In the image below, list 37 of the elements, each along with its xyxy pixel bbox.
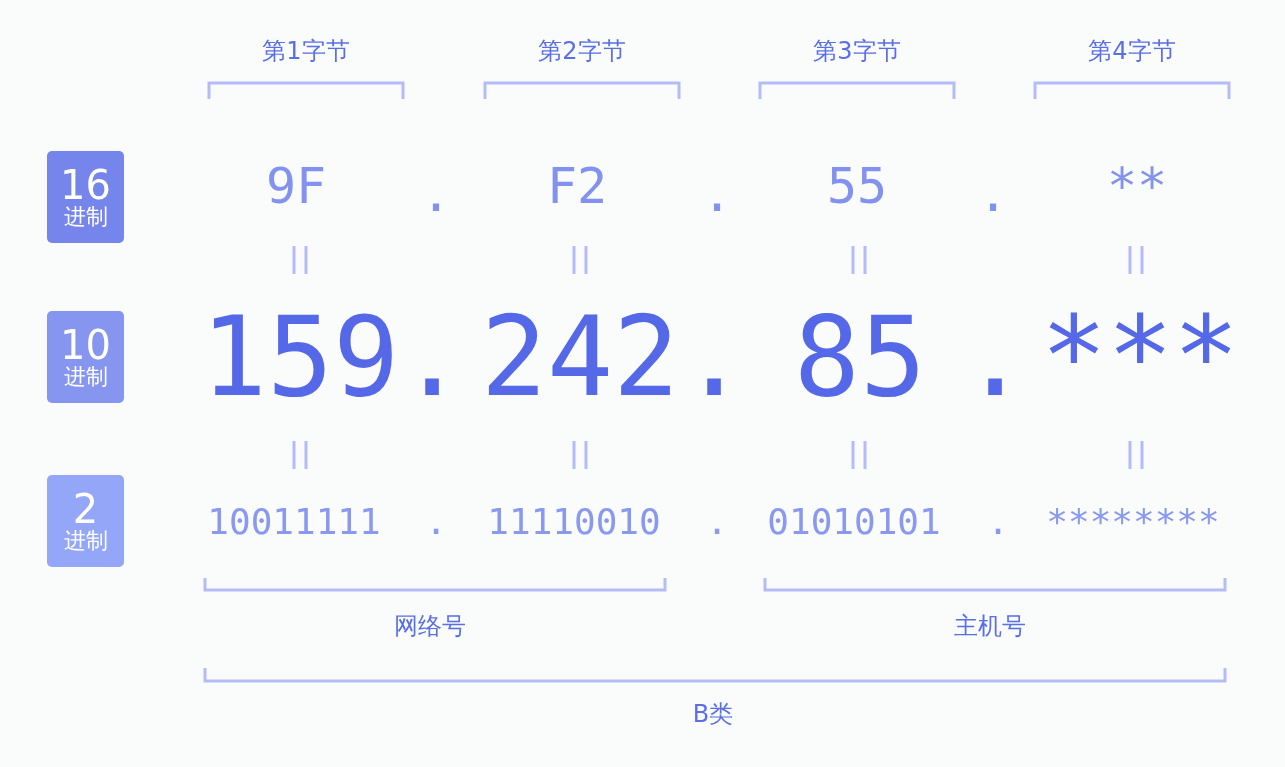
hex-value: F2 (546, 161, 608, 211)
dot-separator: . (977, 169, 1009, 219)
base-badge (47, 311, 124, 403)
section-label: 主机号 (954, 614, 1026, 638)
class-label: B类 (692, 702, 734, 726)
badge-number: 16 (60, 164, 111, 205)
binary-value: 11110010 (487, 504, 661, 540)
badge-caption: 进制 (63, 364, 108, 390)
hex-value: 9F (265, 161, 327, 211)
base-badge (47, 475, 124, 567)
dot-separator: . (961, 302, 1029, 412)
base-badge (47, 151, 124, 243)
dot-separator: . (420, 169, 452, 219)
dot-separator: . (425, 504, 447, 540)
hex-value: 55 (826, 161, 888, 211)
byte-header: 第1字节 (262, 39, 350, 63)
dot-separator: . (680, 302, 748, 412)
binary-value: 10011111 (207, 504, 381, 540)
badge-number: 10 (60, 324, 111, 365)
dot-separator: . (706, 504, 728, 540)
decimal-value: 242 (480, 302, 680, 412)
binary-value: 01010101 (767, 504, 941, 540)
dot-separator: . (701, 169, 733, 219)
hex-value: ** (1106, 161, 1168, 211)
byte-header: 第4字节 (1088, 39, 1176, 63)
badge-number: 2 (72, 488, 99, 529)
dot-separator: . (398, 302, 466, 412)
dot-separator: . (987, 504, 1009, 540)
decimal-value: 85 (793, 302, 927, 412)
badge-caption: 进制 (63, 204, 108, 230)
byte-header: 第3字节 (813, 39, 901, 63)
decimal-value: *** (1040, 302, 1240, 412)
section-label: 网络号 (394, 614, 466, 638)
byte-header: 第2字节 (538, 39, 626, 63)
decimal-value: 159 (200, 302, 400, 412)
badge-caption: 进制 (63, 528, 108, 554)
binary-value: ******** (1046, 504, 1220, 540)
